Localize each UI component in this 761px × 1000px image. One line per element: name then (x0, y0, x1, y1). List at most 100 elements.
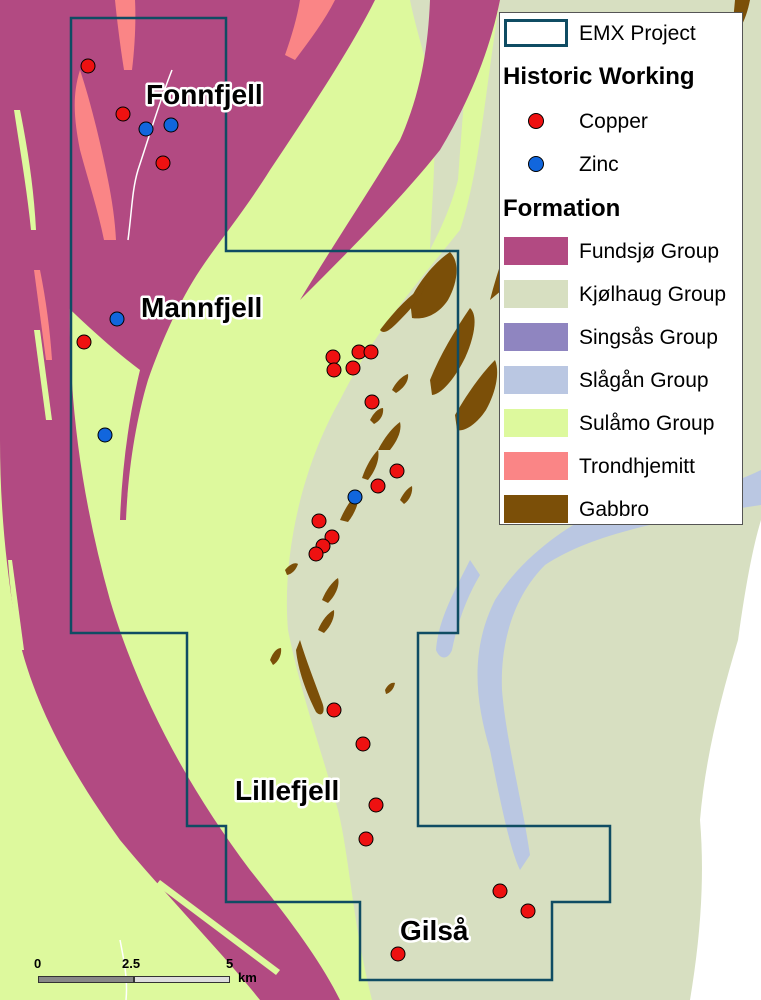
legend-row-formation: Fundsjø Group (500, 233, 744, 269)
trondhjemitt-mid (34, 270, 52, 360)
scale-segment-2 (134, 976, 230, 983)
formation-swatch (504, 452, 568, 480)
copper-working-point (326, 702, 342, 718)
legend-row-formation: Gabbro (500, 491, 744, 527)
scale-tick-0: 0 (34, 956, 42, 971)
copper-working-point (155, 155, 171, 171)
copper-working-point (492, 883, 508, 899)
place-label-mannfjell: Mannfjell (141, 292, 262, 323)
legend-row-formation: Trondhjemitt (500, 448, 744, 484)
gabbro-strip-1 (380, 285, 425, 333)
legend-label-formation: Slågån Group (579, 369, 709, 392)
copper-working-point (358, 831, 374, 847)
gabbro-lens-5 (322, 578, 339, 603)
legend-row-formation: Slågån Group (500, 362, 744, 398)
gabbro-lens-10 (270, 648, 282, 665)
place-label-lillefjell: Lillefjell (235, 775, 339, 806)
place-label-fonnfjell: Fonnfjell (146, 79, 263, 110)
copper-working-point (368, 797, 384, 813)
scale-tick-mid: 2.5 (122, 956, 141, 971)
formation-swatch (504, 323, 568, 351)
zinc-working-point (163, 117, 179, 133)
zinc-dot-icon (528, 156, 544, 172)
legend-row-formation: Kjølhaug Group (500, 276, 744, 312)
legend-row-formation: Singsås Group (500, 319, 744, 355)
legend-label-formation: Sulåmo Group (579, 412, 715, 435)
gabbro-lens-2 (378, 422, 401, 450)
copper-working-point (345, 360, 361, 376)
legend-label-project: EMX Project (579, 22, 696, 45)
copper-working-point (370, 478, 386, 494)
gabbro-lens-1 (296, 640, 324, 715)
project-swatch (504, 19, 568, 47)
unmapped-area-east (690, 520, 761, 1000)
formation-swatch (504, 409, 568, 437)
gabbro-lens-9 (285, 563, 298, 575)
copper-working-point (311, 513, 327, 529)
legend-label-formation: Gabbro (579, 498, 650, 521)
gabbro-lens-11 (385, 682, 395, 694)
legend-heading-formation: Formation (503, 195, 621, 222)
trondhjemitt-northeast (285, 0, 335, 60)
map-legend: EMX Project Historic Working Copper Zinc… (499, 12, 743, 525)
legend-label-formation: Kjølhaug Group (579, 283, 727, 306)
formation-swatch (504, 495, 568, 523)
copper-working-point (389, 463, 405, 479)
legend-label-formation: Singsås Group (579, 326, 718, 349)
scale-unit: km (238, 970, 257, 985)
copper-workings (76, 58, 536, 962)
gabbro-lens-7 (392, 374, 409, 393)
gabbro-large-1 (410, 252, 457, 319)
copper-working-point (76, 334, 92, 350)
copper-working-point (115, 106, 131, 122)
formation-swatch (504, 280, 568, 308)
copper-working-point (80, 58, 96, 74)
gabbro-lens-3 (362, 450, 379, 480)
sulamo-sliver-2 (14, 110, 36, 230)
copper-working-point (363, 344, 379, 360)
trondhjemitt-main (74, 70, 116, 240)
legend-row-copper: Copper (500, 103, 744, 139)
zinc-working-point (97, 427, 113, 443)
formation-swatch (504, 366, 568, 394)
legend-heading-historic: Historic Working (503, 63, 695, 90)
copper-working-point (390, 946, 406, 962)
copper-dot-icon (528, 113, 544, 129)
gabbro-lens-6 (318, 610, 335, 633)
sulamo-sliver-5 (0, 760, 90, 855)
gabbro-large-3 (455, 360, 498, 431)
scale-tick-end: 5 (226, 956, 234, 971)
legend-row-zinc: Zinc (500, 146, 744, 182)
sulamo-sliver-3 (8, 560, 24, 650)
gabbro-large-2 (430, 308, 475, 395)
legend-row-project: EMX Project (500, 15, 744, 51)
gabbro-lens-12 (370, 408, 384, 424)
legend-label-formation: Fundsjø Group (579, 240, 720, 263)
legend-label-formation: Trondhjemitt (579, 455, 695, 478)
copper-working-point (308, 546, 324, 562)
gabbro-lens-8 (400, 486, 413, 504)
copper-working-point (325, 349, 341, 365)
copper-working-point (326, 362, 342, 378)
scale-segment-1 (38, 976, 134, 983)
copper-working-point (364, 394, 380, 410)
fundsjo-west-band (0, 0, 340, 1000)
formation-swatch (504, 237, 568, 265)
sulamo-sliver-4 (156, 880, 280, 975)
legend-row-formation: Sulåmo Group (500, 405, 744, 441)
copper-working-point (324, 529, 340, 545)
zinc-workings (97, 117, 363, 505)
copper-working-point (520, 903, 536, 919)
legend-label-copper: Copper (579, 110, 648, 133)
fundsjo-strip-north (300, 0, 500, 300)
zinc-working-point (109, 311, 125, 327)
zinc-working-point (347, 489, 363, 505)
zinc-working-point (138, 121, 154, 137)
emx-project-boundary (69, 16, 612, 982)
copper-working-point (355, 736, 371, 752)
place-label-gilsa: Gilså (400, 915, 469, 946)
legend-label-zinc: Zinc (579, 153, 619, 176)
stream-line-1 (127, 69, 173, 241)
scale-bar: 0 2.5 5 km (32, 956, 272, 992)
sulamo-sliver-1 (34, 330, 52, 420)
